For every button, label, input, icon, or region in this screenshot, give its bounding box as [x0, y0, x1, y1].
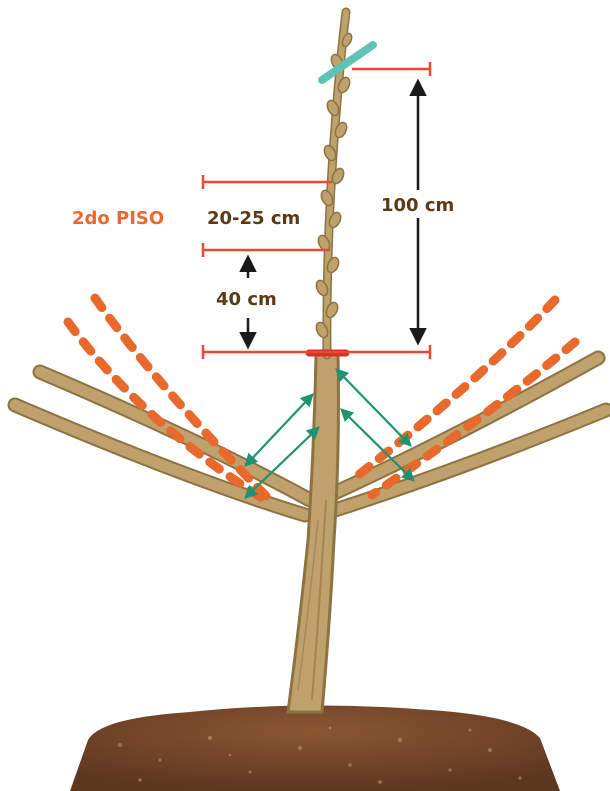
main-trunk	[288, 355, 339, 712]
soil-mound	[70, 705, 560, 791]
label-spacing: 20-25 cm	[207, 208, 300, 229]
label-100cm: 100 cm	[381, 195, 454, 216]
angle-arrow-left-upper-icon	[246, 395, 312, 465]
label-40cm: 40 cm	[216, 289, 277, 310]
future-branch-right-outer	[372, 342, 575, 495]
angle-arrow-right-upper-icon	[337, 370, 410, 445]
cut-marker-top-icon	[322, 45, 373, 80]
label-floor: 2do PISO	[72, 208, 164, 229]
